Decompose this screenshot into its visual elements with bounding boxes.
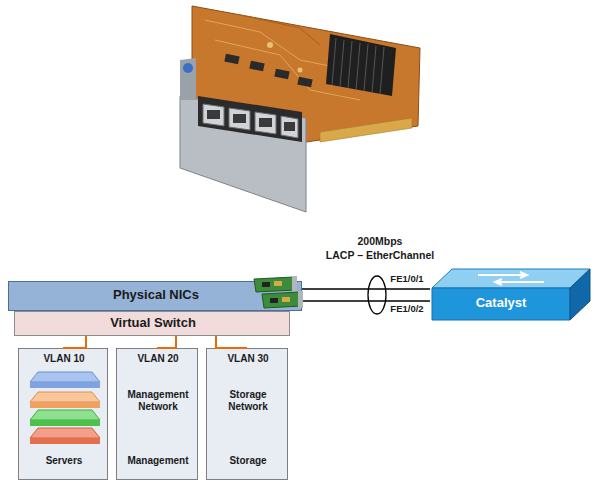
nic-band: Physical NICs	[8, 281, 302, 311]
bundle-ellipse	[368, 276, 386, 314]
connector-line	[302, 288, 430, 289]
link-annotation: LACP – EtherChannel	[300, 249, 460, 261]
node-text: Management Network	[119, 389, 197, 412]
node-text: Physical NICs	[11, 288, 301, 303]
virtual-switch-band: Virtual Switch	[14, 311, 290, 336]
node-text: VLAN 20	[119, 353, 197, 365]
catalyst-switch: Catalyst	[430, 266, 592, 324]
port-label: FE1/0/1	[384, 274, 430, 285]
link-annotation: 200Mbps	[330, 235, 430, 247]
connector-line	[216, 336, 247, 348]
vlan-box: VLAN 20 Management NetworkManagement	[116, 348, 198, 480]
port-label: FE1/0/2	[384, 304, 430, 315]
node-text: VLAN 10	[21, 353, 107, 365]
node-text: Storage Network	[209, 389, 287, 412]
node-text: Virtual Switch	[17, 316, 289, 331]
vlan-box: VLAN 10 Servers	[18, 348, 108, 480]
node-text: Catalyst	[432, 296, 570, 311]
vlan-box: VLAN 30 Storage NetworkStorage	[206, 348, 288, 480]
connector-line	[302, 300, 430, 301]
connector-line	[157, 336, 176, 348]
node-text: Management	[119, 455, 197, 467]
node-text: Servers	[21, 455, 107, 467]
switch-outline	[430, 266, 592, 324]
node-text: Storage	[209, 455, 287, 467]
connector-line	[63, 336, 86, 348]
node-text: VLAN 30	[209, 353, 287, 365]
